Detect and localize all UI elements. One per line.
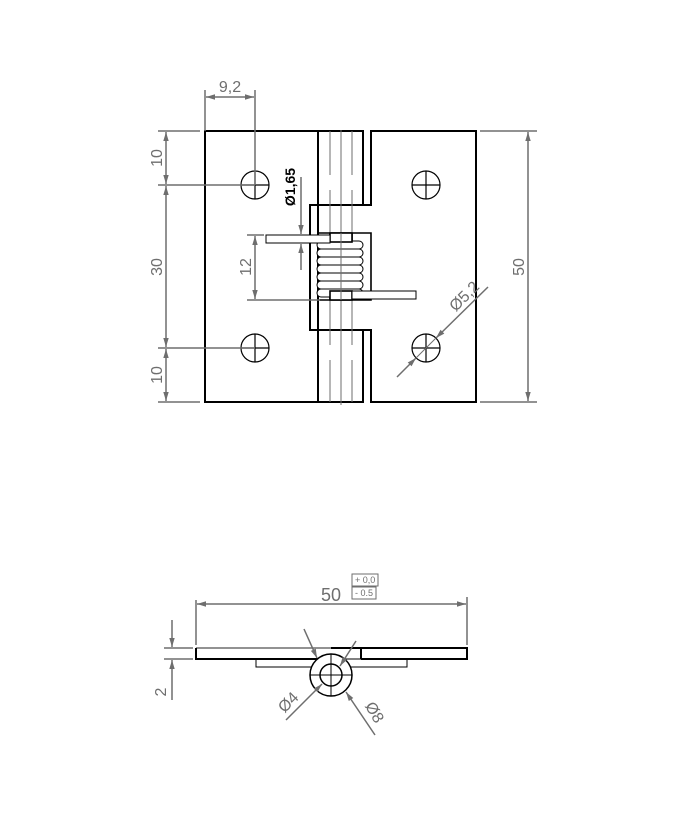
dim-thickness: 2 [153,687,170,696]
tolerance-box: + 0,0 - 0.5 [351,573,379,600]
dim-bottom-margin: 10 [149,366,166,384]
dim-spring-length: 12 [238,258,255,276]
dim-top-margin: 10 [149,149,166,167]
dim-width: 50 [321,585,341,605]
knuckle-column [318,130,364,403]
spring-coils [316,240,364,298]
dim-height: 50 [511,258,528,276]
side-dimensions [164,601,466,736]
dim-wire-diameter: Ø1,65 [282,168,298,206]
side-view [195,597,468,697]
dim-hole-spacing: 30 [149,258,166,276]
spring-leg-left [265,234,331,244]
front-dimensions [158,90,537,403]
dim-hole-offset-x: 9,2 [219,79,241,96]
spring-legs [265,234,417,300]
spring-leg-right [351,290,417,300]
tol-upper: + 0,0 [355,575,375,585]
hole-top-right-icon [411,170,441,200]
right-leaf [309,130,477,403]
dim-pin-diameter: Ø4 [275,689,302,716]
tol-lower: - 0.5 [355,588,373,598]
dim-knuckle-diameter: Ø8 [361,699,386,726]
